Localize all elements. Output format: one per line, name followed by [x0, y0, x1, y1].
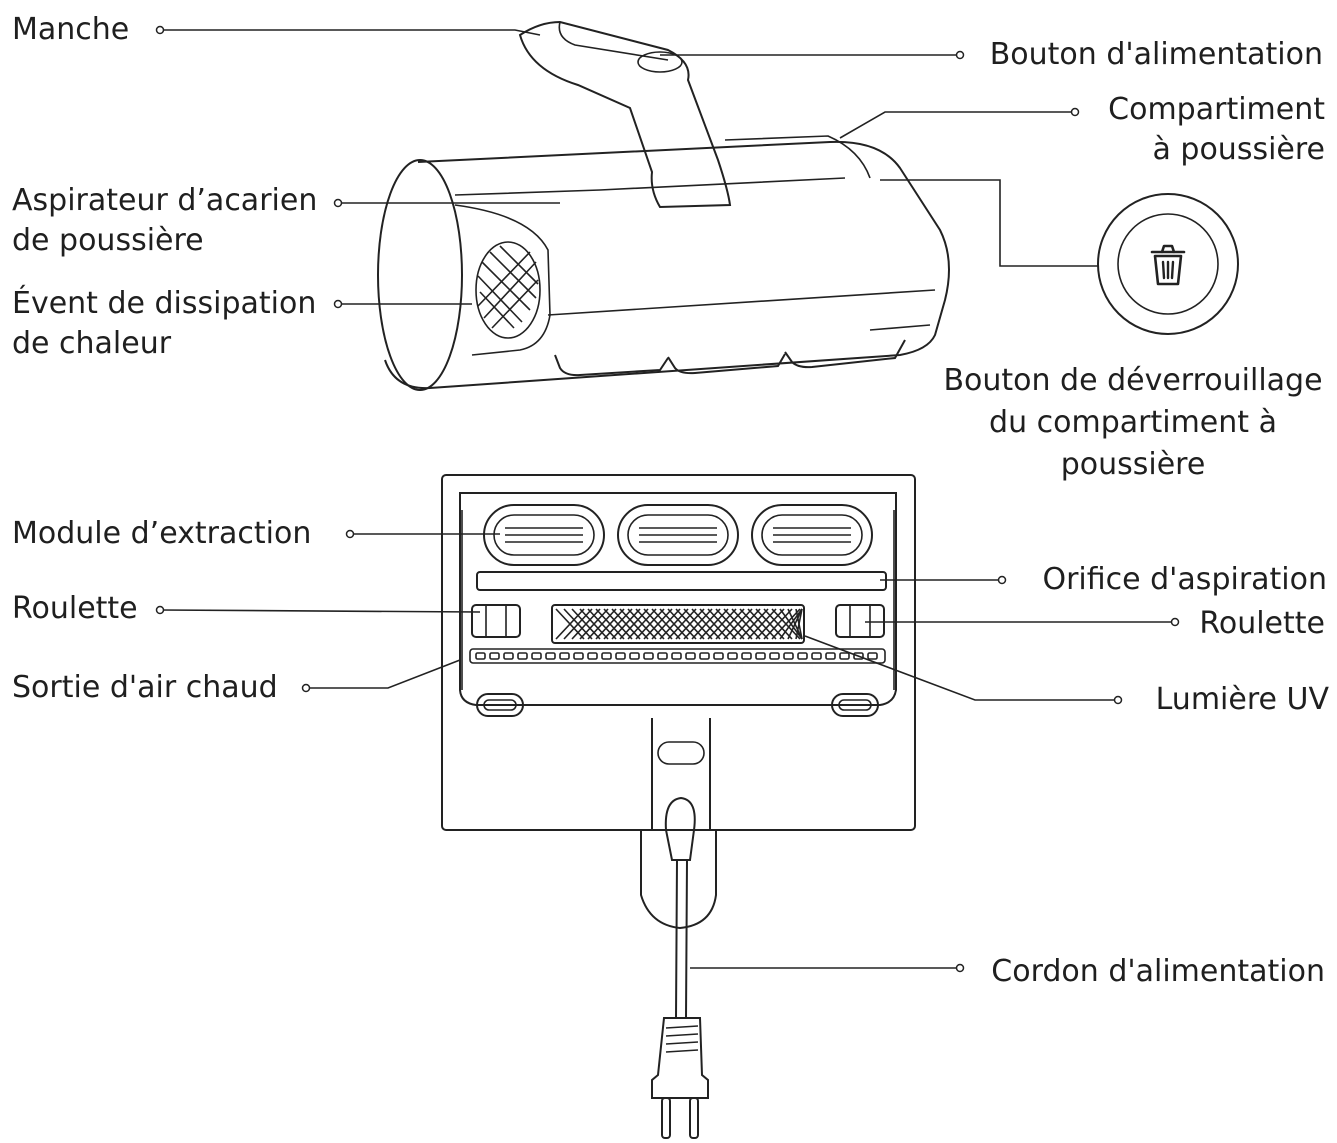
label-lumiere-uv: Lumière UV — [1155, 682, 1329, 717]
label-deverrouillage-line1: Bouton de déverrouillage — [943, 363, 1323, 398]
vacuum-bottom-view — [441, 474, 916, 1139]
extraction-modules — [483, 504, 873, 566]
label-bouton-deverrouillage: Bouton de déverrouillage du compartiment… — [935, 360, 1331, 486]
label-compartiment-line2: à poussière — [1152, 132, 1325, 167]
label-compartiment-line1: Compartiment — [1108, 92, 1325, 127]
label-deverrouillage-line2: du compartiment à — [989, 405, 1277, 440]
label-manche: Manche — [12, 12, 130, 47]
uv-light-panel — [551, 604, 805, 644]
label-aspirateur: Aspirateur d’acarien de poussière — [12, 181, 317, 261]
leader-lines — [155, 25, 1180, 973]
label-roulette-droite: Roulette — [1199, 606, 1325, 641]
unlock-button-callout — [1097, 193, 1239, 335]
label-event-line2: de chaleur — [12, 326, 172, 361]
label-roulette-gauche: Roulette — [12, 591, 138, 626]
label-aspirateur-line1: Aspirateur d’acarien — [12, 183, 318, 218]
label-bouton-alimentation: Bouton d'alimentation — [989, 37, 1323, 72]
label-module-extraction: Module d’extraction — [12, 516, 312, 551]
label-deverrouillage-line3: poussière — [1060, 447, 1206, 482]
label-cordon: Cordon d'alimentation — [991, 954, 1325, 989]
vacuum-top-view — [377, 20, 950, 391]
label-event-line1: Évent de dissipation — [12, 286, 317, 321]
vent-grille — [477, 245, 539, 329]
label-compartiment: Compartiment à poussière — [1108, 90, 1325, 170]
label-event: Évent de dissipation de chaleur — [12, 284, 316, 364]
label-aspirateur-line2: de poussière — [12, 223, 204, 258]
rollers — [471, 604, 885, 638]
trash-bin-icon — [1150, 244, 1186, 286]
label-orifice-aspiration: Orifice d'aspiration — [1042, 562, 1327, 597]
label-sortie-air: Sortie d'air chaud — [12, 670, 278, 705]
